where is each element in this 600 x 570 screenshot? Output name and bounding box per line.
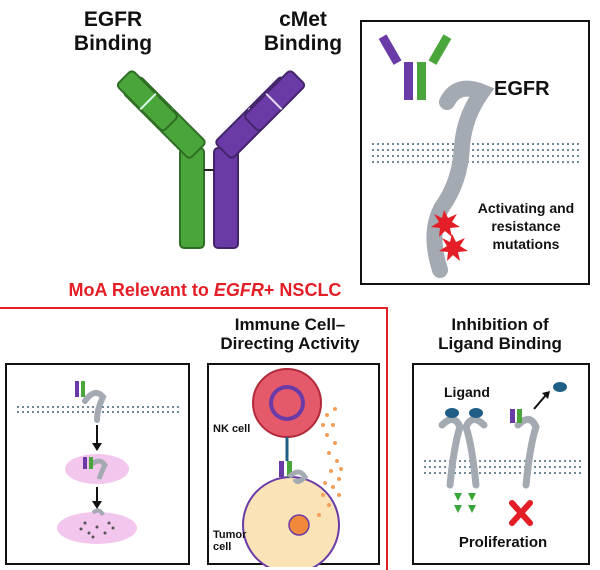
egfr-receptor-label: EGFR <box>494 78 550 100</box>
tumor-label-line1: Tumor <box>213 529 247 541</box>
cmet-binding-line2: Binding <box>263 31 343 55</box>
cell-membrane <box>372 143 582 163</box>
egfr-binding-line1: EGFR <box>83 8 143 31</box>
ligand-inhibition-panel: Ligand Proliferation <box>412 363 590 565</box>
ligand-inhibition-illustration <box>424 382 584 526</box>
immune-cell-panel: NK cell Tumor cell <box>207 363 380 567</box>
moa-red-vertical <box>386 307 388 570</box>
egfr-receptor-illustration <box>372 34 582 278</box>
cmet-binding-label: cMet Binding <box>248 8 358 55</box>
ligand-title-line1: Inhibition of <box>451 315 549 334</box>
ligand-panel-title: Inhibition of Ligand Binding <box>410 315 590 353</box>
cmet-binding-line1: cMet <box>279 8 327 31</box>
moa-banner-prefix: MoA Relevant to <box>68 280 214 300</box>
internalization-illustration <box>17 381 182 544</box>
signaling-arrows-icon <box>454 493 476 513</box>
egfr-binding-line2: Binding <box>73 31 153 55</box>
mutations-line3: mutations <box>492 235 560 252</box>
mutation-burst-icon <box>431 210 468 261</box>
proliferation-label: Proliferation <box>458 534 548 551</box>
tumor-label-line2: cell <box>213 541 232 554</box>
tumor-cell-label: Tumor cell <box>213 529 246 553</box>
immune-cell-illustration <box>242 368 343 567</box>
moa-red-divider <box>0 307 388 309</box>
ligand-icon <box>469 408 483 418</box>
immune-title-line2: Directing Activity <box>220 334 360 354</box>
antibody-stem-cmet <box>213 147 239 249</box>
immune-panel-title: Immune Cell– Directing Activity <box>200 315 380 353</box>
moa-banner-suffix: + NSCLC <box>263 280 342 300</box>
ligand-icon <box>445 408 459 418</box>
small-antibody-icon <box>378 34 452 100</box>
cytotoxic-granules <box>317 407 343 517</box>
ligand-icon <box>553 382 567 392</box>
egfr-binding-label: EGFR Binding <box>58 8 168 55</box>
internalization-panel <box>5 363 190 565</box>
moa-banner: MoA Relevant to EGFR+ NSCLC <box>40 280 370 300</box>
antibody-stem-egfr <box>179 147 205 249</box>
mutations-line1: Activating and <box>477 200 575 216</box>
endosome <box>65 454 129 484</box>
moa-banner-italic: EGFR <box>213 280 264 300</box>
mutations-label: Activating and resistance mutations <box>462 200 590 254</box>
ligand-label: Ligand <box>444 384 490 400</box>
ligand-title-line2: Ligand Binding <box>438 334 562 354</box>
displaced-arrow-icon <box>533 394 547 410</box>
nk-cell-label: NK cell <box>213 423 251 435</box>
immune-title-line1: Immune Cell– <box>234 315 346 334</box>
egfr-mutation-panel: EGFR Activating and resistance mutations <box>360 20 590 285</box>
blocked-x-icon <box>509 500 533 526</box>
mutations-line2: resistance <box>491 217 561 234</box>
